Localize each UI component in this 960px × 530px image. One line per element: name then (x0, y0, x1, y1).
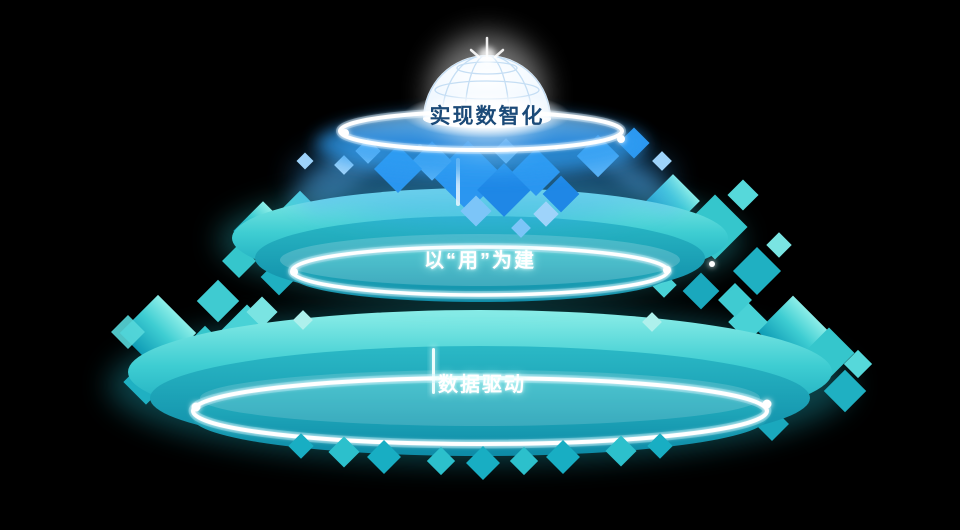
glow-dot (663, 266, 671, 274)
crystal (766, 232, 792, 258)
bottom-ring (191, 376, 769, 446)
crystal (328, 436, 360, 468)
glow-dot (617, 135, 625, 143)
middle-band (292, 250, 668, 302)
crystal (246, 296, 278, 328)
middle-layer-label: 以“用”为建 (424, 250, 536, 272)
crystal (288, 433, 314, 459)
crystal (682, 272, 720, 310)
crystal (293, 310, 313, 330)
crystal (533, 201, 559, 227)
crystal (460, 195, 492, 227)
glow-dot (341, 129, 349, 137)
crystal (843, 349, 873, 379)
crystal (647, 433, 673, 459)
bottom-band (193, 380, 767, 456)
crystal (732, 246, 782, 296)
glow-dot (709, 261, 715, 267)
crystal (509, 446, 539, 476)
bottom-layer (108, 279, 873, 480)
crystal (196, 279, 240, 323)
glow-dot (191, 402, 201, 412)
glow-dot (762, 399, 772, 409)
bottom-layer-label: 数据驱动 (438, 374, 526, 396)
glow-dot (290, 268, 298, 276)
crystal (542, 175, 580, 213)
crystal (727, 179, 759, 211)
top-layer-label: 实现数智化 (403, 92, 571, 138)
middle-sheen (280, 234, 680, 286)
dome-sparkle-core (478, 47, 496, 65)
bottom-light-streak-core (432, 348, 435, 394)
